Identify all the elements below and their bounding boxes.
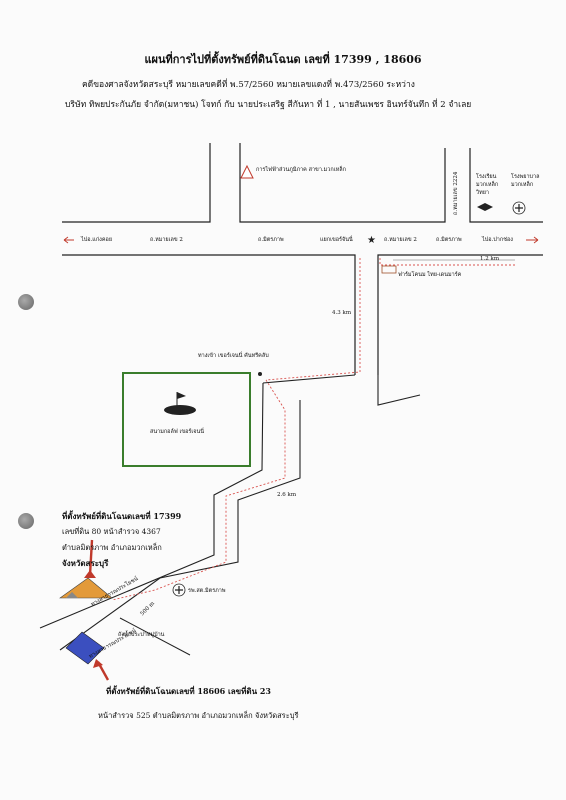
road-access-2 <box>377 375 421 406</box>
plot1-line4: จังหวัดสระบุรี <box>62 558 109 568</box>
plot2-line1: ที่ตั้งทรัพย์ที่ดินโฉนดเลขที่ 18606 เลขท… <box>106 686 271 696</box>
label-to-kaeng-khoi: ไปอ.แก่งคอย <box>81 237 113 243</box>
label-mittraphap-right: ถ.มิตรภาพ <box>436 237 462 243</box>
label-highway-left: ถ.หมายเลข 2 <box>150 237 183 243</box>
case-line: คดีของศาลจังหวัดสระบุรี หมายเลขคดีที่ พ.… <box>82 80 415 90</box>
arrow-left-icon <box>63 236 74 244</box>
document-title: แผนที่การไปที่ตั้งทรัพย์ที่ดินโฉนด เลขที… <box>144 53 422 66</box>
punch-hole-top <box>18 294 34 310</box>
label-health-center: รพ.สต.มิตรภาพ <box>188 588 226 594</box>
label-highway-right: ถ.หมายเลข 2 <box>384 237 417 243</box>
hospital-icon <box>512 201 526 215</box>
label-water-tank: ถังน้ำประปาหมู่บ้าน <box>118 632 165 638</box>
plot1-line1: ที่ตั้งทรัพย์ที่ดินโฉนดเลขที่ 17399 <box>62 511 182 521</box>
plot2-line2: หน้าสำรวจ 525 ตำบลมิตรภาพ อำเภอมวกเหล็ก … <box>98 711 299 720</box>
house-icon <box>66 592 78 598</box>
label-to-pak-chong: ไปอ.ปากช่อง <box>482 237 513 243</box>
golf-icon <box>164 405 196 415</box>
plot1-arrowhead-icon <box>84 570 96 578</box>
warning-icon <box>240 164 254 179</box>
highway-south-right <box>377 254 543 375</box>
golf-flag-icon <box>177 392 186 399</box>
plot2-arrowhead-icon <box>93 659 103 668</box>
golf-course-area <box>122 372 251 467</box>
label-distance-2: 4.3 km <box>332 310 352 316</box>
label-entrance: ทางเข้า เขอร์เจนนี่ คันทรีคลับ <box>198 353 269 359</box>
plot-18606-area <box>65 631 105 665</box>
route-segment-1 <box>265 258 361 381</box>
road-north-mid <box>239 143 446 223</box>
label-golf-course: สนามกอล์ฟ เขอร์เจนนี่ <box>150 429 204 435</box>
plot1-line2: เลขที่ดิน 80 หน้าสำรวจ 4367 <box>62 527 161 536</box>
cow-icon <box>381 265 397 274</box>
road-north-right <box>469 148 543 223</box>
punch-hole-bottom <box>18 513 34 529</box>
label-soi-2224: ถ.หมายเลข 2224 <box>453 171 459 215</box>
health-center-cross-icon <box>175 586 183 594</box>
label-school: โรงเรียน มวกเหล็ก วิทยา <box>476 174 499 196</box>
plot1-line3: ตำบลมิตรภาพ อำเภอมวกเหล็ก <box>62 543 162 552</box>
arrow-right-icon <box>526 236 539 244</box>
hospital-cross-icon <box>515 204 523 212</box>
label-pea-office: การไฟฟ้าส่วนภูมิภาค สาขา.มวกเหล็ก <box>256 167 346 173</box>
road-east <box>59 400 301 651</box>
label-dairy-farm: ฟาร์มโคนม ไทย-เดนมาร์ค <box>398 272 462 278</box>
highway-south-left <box>62 254 356 375</box>
entrance-person-icon <box>258 372 262 376</box>
label-distance-3: 2.6 km <box>277 492 297 498</box>
health-center-icon <box>172 583 186 597</box>
road-access-1 <box>262 374 356 384</box>
label-hospital: โรงพยาบาล มวกเหล็ก <box>511 174 540 188</box>
label-intersection: แยกเขอร์จันนี่ <box>320 237 353 243</box>
road-north-left <box>62 143 211 223</box>
label-mittraphap-left: ถ.มิตรภาพ <box>258 237 284 243</box>
label-distance-1: 1.2 km <box>480 256 500 262</box>
parties-line: บริษัท ทิพยประกันภัย จำกัด(มหาชน) โจทก์ … <box>65 100 472 110</box>
intersection-star-icon: ★ <box>367 235 376 246</box>
graduation-cap-icon <box>477 203 493 211</box>
plot1-arrow <box>88 539 94 576</box>
road-branch <box>119 617 191 656</box>
route-segment-2 <box>111 379 286 601</box>
road-west <box>39 382 264 629</box>
